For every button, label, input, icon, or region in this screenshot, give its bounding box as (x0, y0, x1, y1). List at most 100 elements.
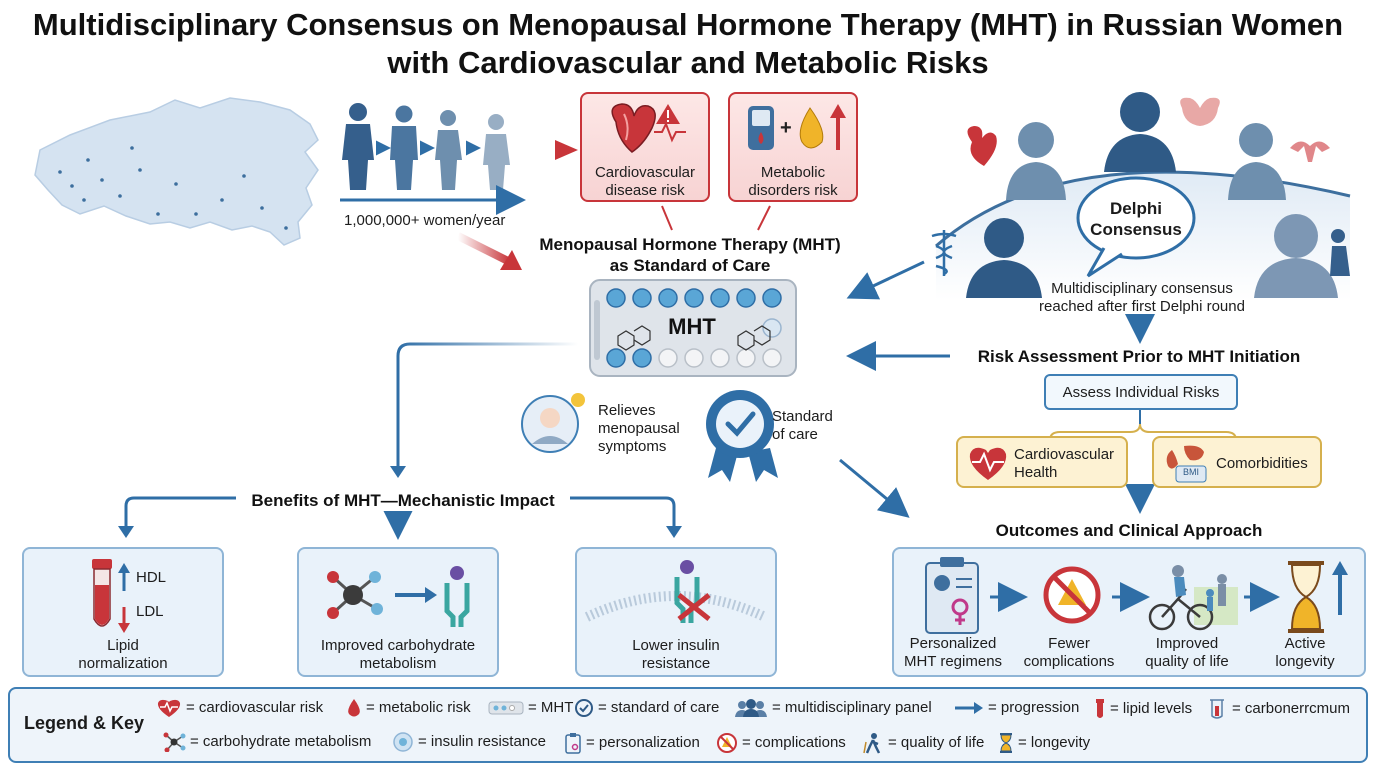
cell-membrane-receptor-icon (584, 560, 768, 623)
legend-label: = personalization (586, 733, 700, 751)
assess-individual-risks-box: Assess Individual Risks (1044, 374, 1238, 410)
carb-label: Improved carbohydrate metabolism (299, 637, 497, 673)
comorbidities-label: Comorbidities (1216, 455, 1308, 472)
lipid-line1: Lipid (107, 637, 139, 654)
legend-item-metabolic-risk: = metabolic risk (346, 698, 471, 718)
women-aging-figures (340, 103, 526, 215)
legend-label: = multidisciplinary panel (772, 698, 932, 716)
metabolic-risk-line2: disorders risk (748, 182, 838, 199)
pill-active (606, 348, 626, 368)
blood-tube-icon (92, 559, 130, 633)
pill-active (762, 288, 782, 308)
standard-line2: of care (772, 426, 818, 443)
legend-label: = cardiovascular risk (186, 698, 324, 716)
legend-label: = standard of care (598, 698, 720, 716)
molecule-icon (163, 732, 186, 752)
cardio-risk-line1: Cardiovascular (594, 164, 696, 181)
outcome-line2: quality of life (1145, 653, 1229, 670)
hourglass-icon (1000, 733, 1012, 753)
pill-placebo (736, 348, 756, 368)
legend-item-lipid-levels: = lipid levels (1094, 698, 1192, 720)
outcome-line2: MHT regimens (903, 653, 1003, 670)
heart-pulse-icon (157, 699, 181, 717)
pill-placebo (684, 348, 704, 368)
legend-label: = lipid levels (1110, 699, 1193, 717)
legend-item-progression: = progression (954, 698, 1079, 718)
insulin-line1: Lower insulin (632, 637, 720, 654)
bmi-tag: BMI (1182, 467, 1199, 477)
woman-face-icon (521, 393, 585, 453)
cardio-health-line1: Cardiovascular (1014, 446, 1115, 463)
outcomes-icons (925, 557, 1348, 634)
insulin-line2: resistance (641, 655, 711, 672)
hdl-label: HDL (136, 569, 167, 586)
svg-text:+: + (780, 117, 792, 139)
pill-active (632, 288, 652, 308)
mht-heading-line1: Menopausal Hormone Therapy (MHT) (539, 235, 841, 254)
outcome-line1: Personalized (909, 635, 997, 652)
comorbidities-box: BMI Comorbidities (1152, 436, 1322, 488)
carbohydrate-metabolism-panel: Improved carbohydrate metabolism (297, 547, 499, 677)
legend-item-mht: = MHT (488, 698, 573, 718)
benefits-heading: Benefits of MHT—Mechanistic Impact (236, 490, 570, 511)
legend-item-personalization: = personalization (564, 732, 700, 754)
relieves-line1: Relieves (598, 402, 656, 419)
outcome-line1: Fewer (1048, 635, 1090, 652)
legend-label: = insulin resistance (418, 732, 546, 750)
heart-pulse-icon (969, 447, 1007, 480)
pill-active (632, 348, 652, 368)
beaker-icon (1210, 699, 1224, 719)
legend-label: = metabolic risk (366, 698, 471, 716)
insulin-label: Lower insulin resistance (577, 637, 775, 673)
risk-assessment-heading: Risk Assessment Prior to MHT Initiation (977, 347, 1301, 366)
cardio-health-label: Cardiovascular Health (1014, 446, 1114, 482)
legend-label: = longevity (1018, 733, 1091, 751)
pill-active (736, 288, 756, 308)
carb-line1: Improved carbohydrate (320, 637, 476, 654)
ldl-label: LDL (136, 603, 164, 620)
no-warning-icon (717, 733, 737, 753)
outcomes-heading: Outcomes and Clinical Approach (995, 521, 1263, 540)
walking-person-icon (863, 733, 881, 754)
outcome-line2: longevity (1275, 653, 1335, 670)
delphi-bubble-text: Delphi Consensus (1080, 198, 1192, 240)
cardio-health-line2: Health (1014, 464, 1058, 481)
legend-label: = carbohydrate metabolism (190, 732, 372, 750)
cardiovascular-health-box: Cardiovascular Health (956, 436, 1128, 488)
relieves-line3: symptoms (598, 438, 667, 455)
pill-placebo (762, 348, 782, 368)
test-tube-icon (1096, 699, 1104, 718)
delphi-caption: Multidisciplinary consensus reached afte… (1010, 280, 1274, 316)
legend-item-carbonerrcmum: = carbonerrcmum (1206, 698, 1350, 720)
pill-active (710, 288, 730, 308)
group-people-icon (735, 699, 767, 717)
outcome-line1: Improved (1155, 635, 1219, 652)
assess-individual-risks-label: Assess Individual Risks (1062, 384, 1220, 401)
legend-item-cardiovascular-risk: = cardiovascular risk (156, 698, 323, 718)
cardiovascular-risk-box: Cardiovascular disease risk (580, 92, 710, 202)
mht-heading: Menopausal Hormone Therapy (MHT) as Stan… (520, 234, 860, 276)
delphi-caption-line2: reached after first Delphi round (1039, 298, 1245, 315)
legend: Legend & Key = cardiovascular risk = met… (8, 687, 1368, 763)
pill-pack-label: MHT (668, 314, 716, 339)
legend-label: = carbonerrcmum (1232, 699, 1350, 717)
cardio-risk-line2: disease risk (605, 182, 685, 199)
insulin-resistance-panel: Lower insulin resistance (575, 547, 777, 677)
standard-of-care-badge (706, 390, 778, 482)
relieves-line2: menopausal (598, 420, 680, 437)
pill-active (606, 288, 626, 308)
heart-warning-icon (611, 103, 686, 153)
glucose-meter-icon: + (748, 104, 846, 150)
legend-label: = quality of life (888, 733, 985, 751)
legend-title: Legend & Key (24, 713, 145, 733)
legend-label: = MHT (528, 698, 574, 716)
arrow-right-icon (955, 702, 983, 714)
metabolic-risk-box: + Metabolic disorders risk (728, 92, 858, 202)
organs-bmi-icon (1166, 445, 1207, 483)
metabolic-risk-line1: Metabolic (760, 164, 826, 181)
molecule-receptor-icon (327, 566, 470, 627)
